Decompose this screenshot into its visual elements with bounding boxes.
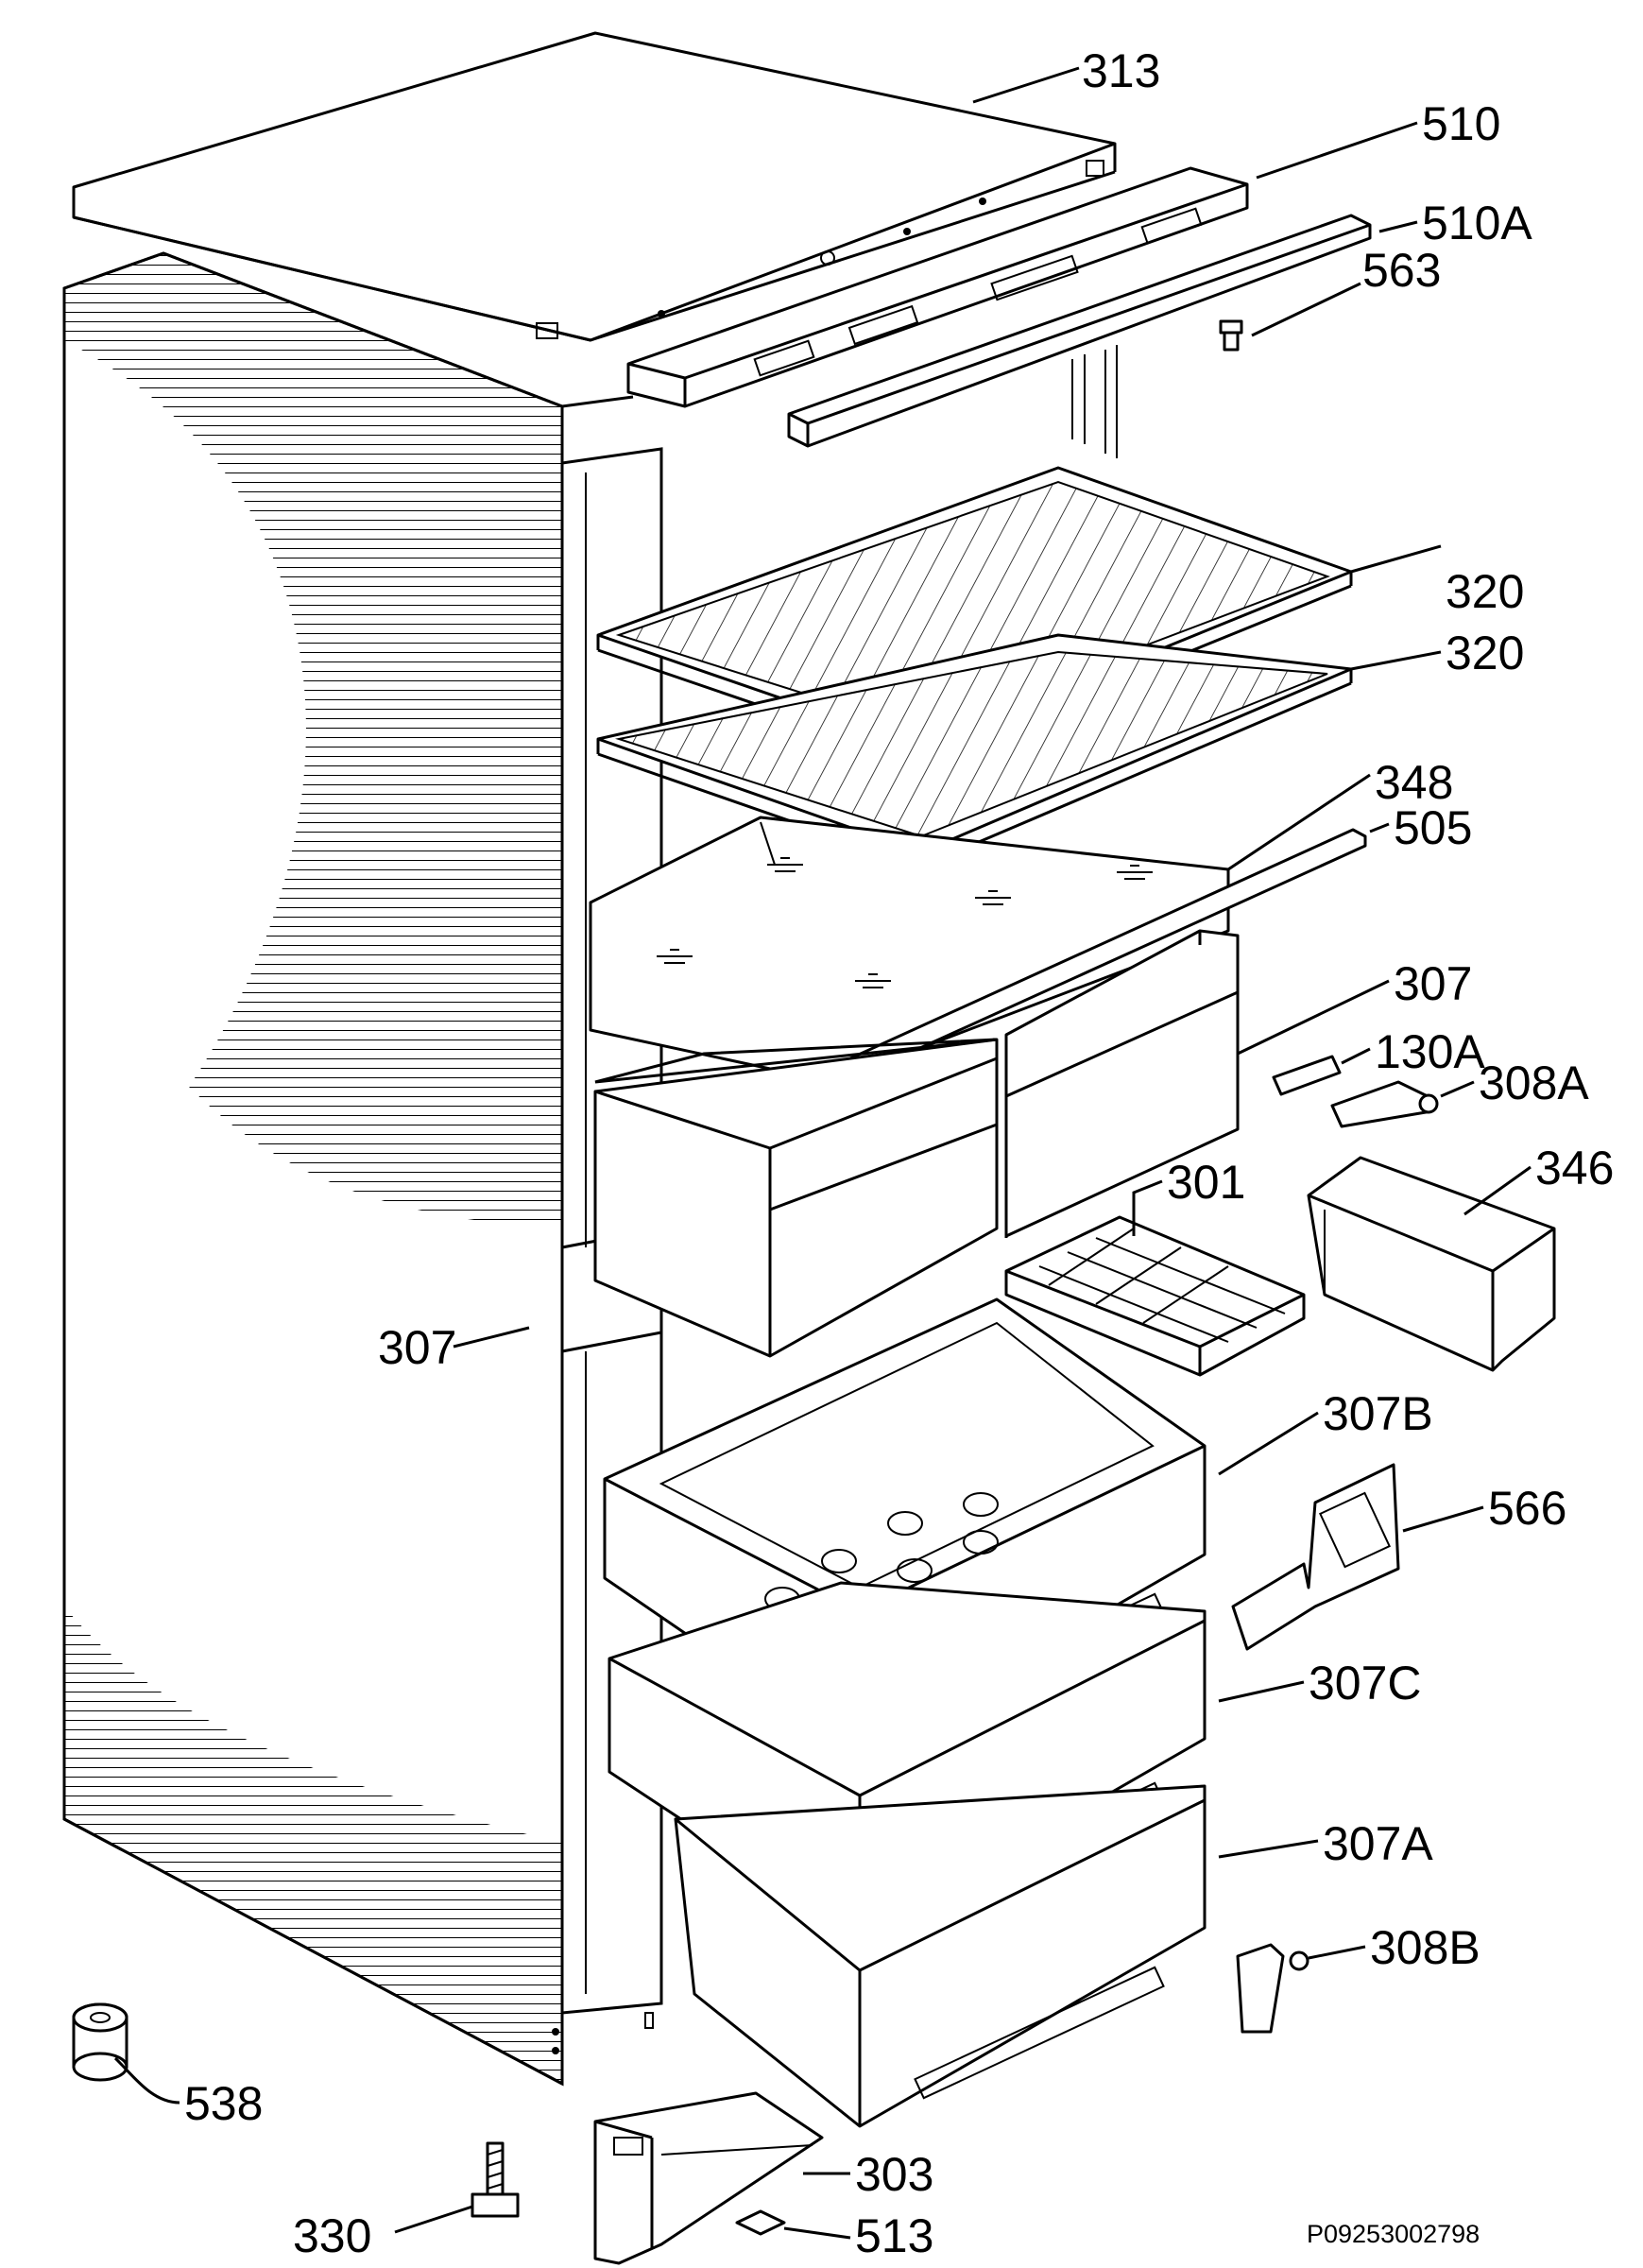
- part-130a: [1272, 1055, 1342, 1096]
- label-301: 301: [1167, 1156, 1245, 1209]
- ice-tray-301: [1004, 1215, 1306, 1377]
- label-313: 313: [1082, 44, 1160, 97]
- label-307a: 307A: [1323, 1817, 1433, 1870]
- label-308a: 308A: [1479, 1057, 1589, 1109]
- glass-plate-348: [589, 816, 1230, 1084]
- label-563: 563: [1362, 244, 1441, 297]
- frame-510: [626, 166, 1249, 458]
- document-number: P09253002798: [1307, 2220, 1480, 2248]
- label-130a: 130A: [1375, 1025, 1485, 1078]
- label-320-lower: 320: [1446, 627, 1524, 679]
- strip-510a: [787, 214, 1372, 448]
- hinge-308a: [1330, 1080, 1439, 1128]
- drawer-307a: [674, 1784, 1207, 2128]
- label-307b: 307B: [1323, 1387, 1433, 1440]
- label-307-upper: 307: [1394, 957, 1472, 1010]
- label-330: 330: [293, 2209, 371, 2262]
- top-cover-313: [72, 31, 1117, 342]
- label-303: 303: [855, 2148, 933, 2201]
- part-labels: 313 510 510A 563 320 320 348 505 307 130…: [184, 44, 1614, 2262]
- hinge-308b: [1236, 1943, 1309, 2034]
- label-510: 510: [1422, 97, 1500, 150]
- label-308b: 308B: [1370, 1921, 1480, 1974]
- shelf-320-lower: [596, 633, 1353, 868]
- bin-346: [1307, 1156, 1556, 1372]
- label-510a: 510A: [1422, 197, 1532, 249]
- scraper-566: [1231, 1463, 1400, 1651]
- leader-lines: [113, 66, 1532, 2240]
- crisper-307-left: [593, 1038, 999, 1358]
- label-346: 346: [1535, 1142, 1614, 1194]
- label-307c: 307C: [1309, 1657, 1422, 1710]
- foot-538: [72, 2002, 128, 2082]
- screw-563: [1219, 319, 1243, 352]
- label-566: 566: [1488, 1482, 1566, 1535]
- crisper-307-right: [1004, 929, 1240, 1238]
- foot-330: [471, 2141, 520, 2218]
- label-513: 513: [855, 2209, 933, 2262]
- cabinet-body: [62, 251, 663, 2087]
- clip-513: [735, 2209, 786, 2236]
- label-505: 505: [1394, 801, 1472, 854]
- label-320-upper: 320: [1446, 565, 1524, 618]
- kick-plate-303: [593, 2091, 824, 2265]
- label-307-lower: 307: [378, 1321, 456, 1374]
- label-348: 348: [1375, 756, 1453, 809]
- label-538: 538: [184, 2077, 263, 2130]
